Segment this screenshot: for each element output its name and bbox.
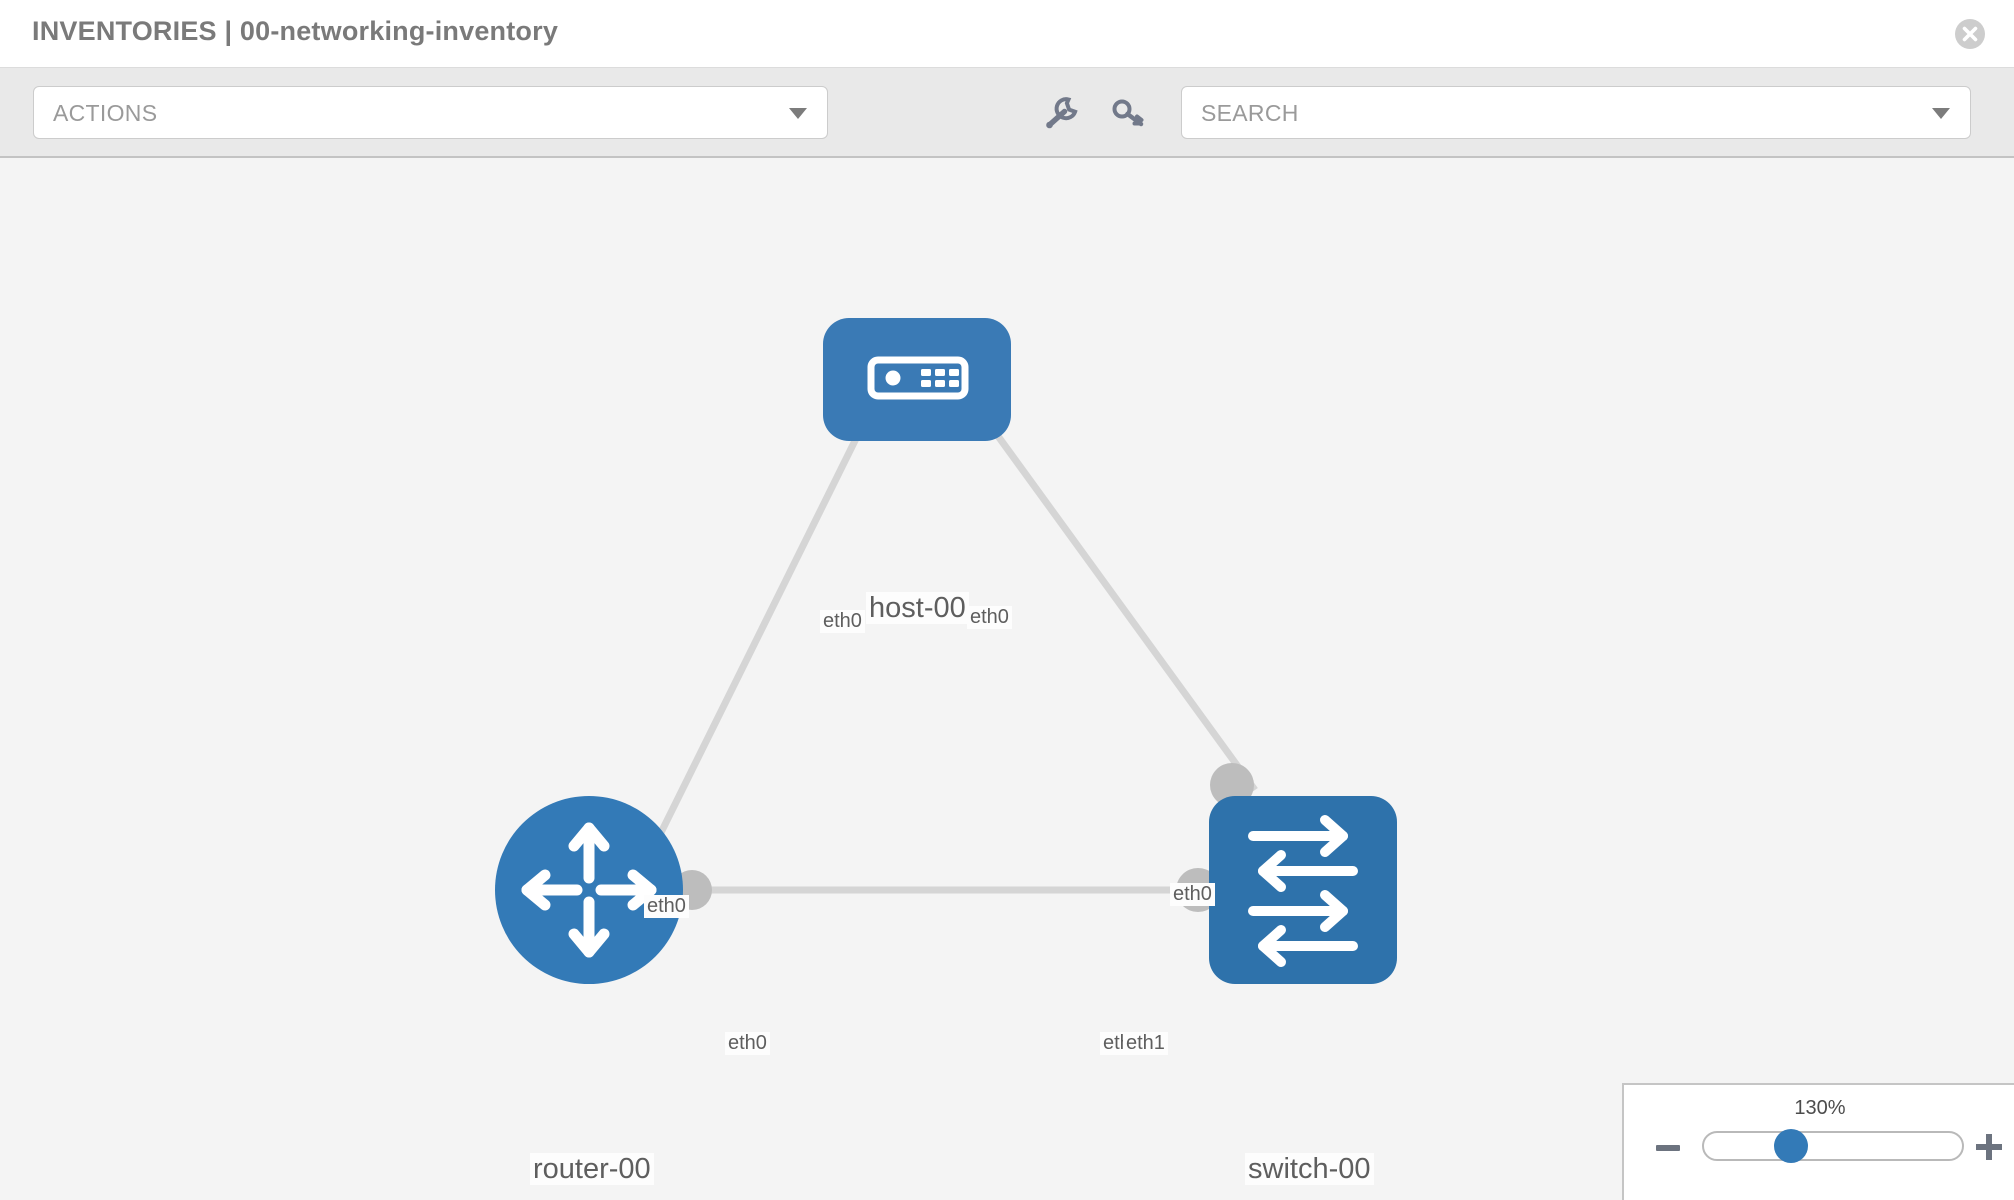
chevron-down-icon bbox=[789, 108, 807, 119]
node-router-00[interactable] bbox=[495, 796, 683, 984]
toolbar: ACTIONS SEARCH bbox=[0, 68, 2014, 158]
actions-dropdown[interactable]: ACTIONS bbox=[33, 86, 828, 139]
node-switch-00[interactable] bbox=[1209, 796, 1397, 984]
page-header: INVENTORIES | 00-networking-inventory bbox=[0, 0, 2014, 68]
node-label-router-00: router-00 bbox=[530, 1153, 654, 1186]
wrench-glyph bbox=[1046, 97, 1078, 129]
page-title: INVENTORIES | 00-networking-inventory bbox=[32, 16, 559, 46]
link-label-switch-up: eth0 bbox=[1170, 883, 1215, 906]
search-input[interactable]: SEARCH bbox=[1181, 86, 1971, 139]
node-label-switch-00: switch-00 bbox=[1245, 1153, 1374, 1186]
close-circle-icon bbox=[1955, 19, 1985, 49]
key-glyph bbox=[1112, 99, 1144, 127]
link-label-host-right: eth0 bbox=[967, 606, 1012, 629]
link-label-host-left: eth0 bbox=[820, 610, 865, 633]
topology-canvas[interactable]: eth0 host-00 eth0 eth0 eth0 eth0 eth eth… bbox=[0, 160, 2014, 1200]
topology-graph bbox=[495, 318, 1397, 984]
link-label-router-up: eth0 bbox=[644, 895, 689, 918]
actions-dropdown-label: ACTIONS bbox=[53, 100, 158, 126]
link-host-switch[interactable] bbox=[947, 367, 1258, 793]
chevron-down-icon bbox=[1932, 108, 1950, 119]
wrench-icon[interactable] bbox=[1040, 92, 1082, 134]
zoom-control-panel: 130% bbox=[1622, 1083, 2014, 1200]
node-label-host-00: host-00 bbox=[866, 592, 969, 625]
close-icon[interactable] bbox=[1954, 18, 1986, 50]
link-label-router-right: eth0 bbox=[725, 1032, 770, 1055]
search-placeholder: SEARCH bbox=[1201, 100, 1299, 126]
zoom-slider-track[interactable] bbox=[1702, 1131, 1964, 1161]
key-icon[interactable] bbox=[1108, 92, 1150, 134]
node-host-00[interactable] bbox=[823, 318, 1011, 441]
link-router-host[interactable] bbox=[636, 368, 894, 877]
zoom-slider-thumb[interactable] bbox=[1774, 1129, 1808, 1163]
link-label-switch-left: eth1 bbox=[1123, 1032, 1168, 1055]
zoom-level-label: 130% bbox=[1794, 1097, 1846, 1119]
zoom-in-button[interactable] bbox=[1976, 1134, 2002, 1160]
zoom-out-button[interactable] bbox=[1656, 1145, 1680, 1151]
